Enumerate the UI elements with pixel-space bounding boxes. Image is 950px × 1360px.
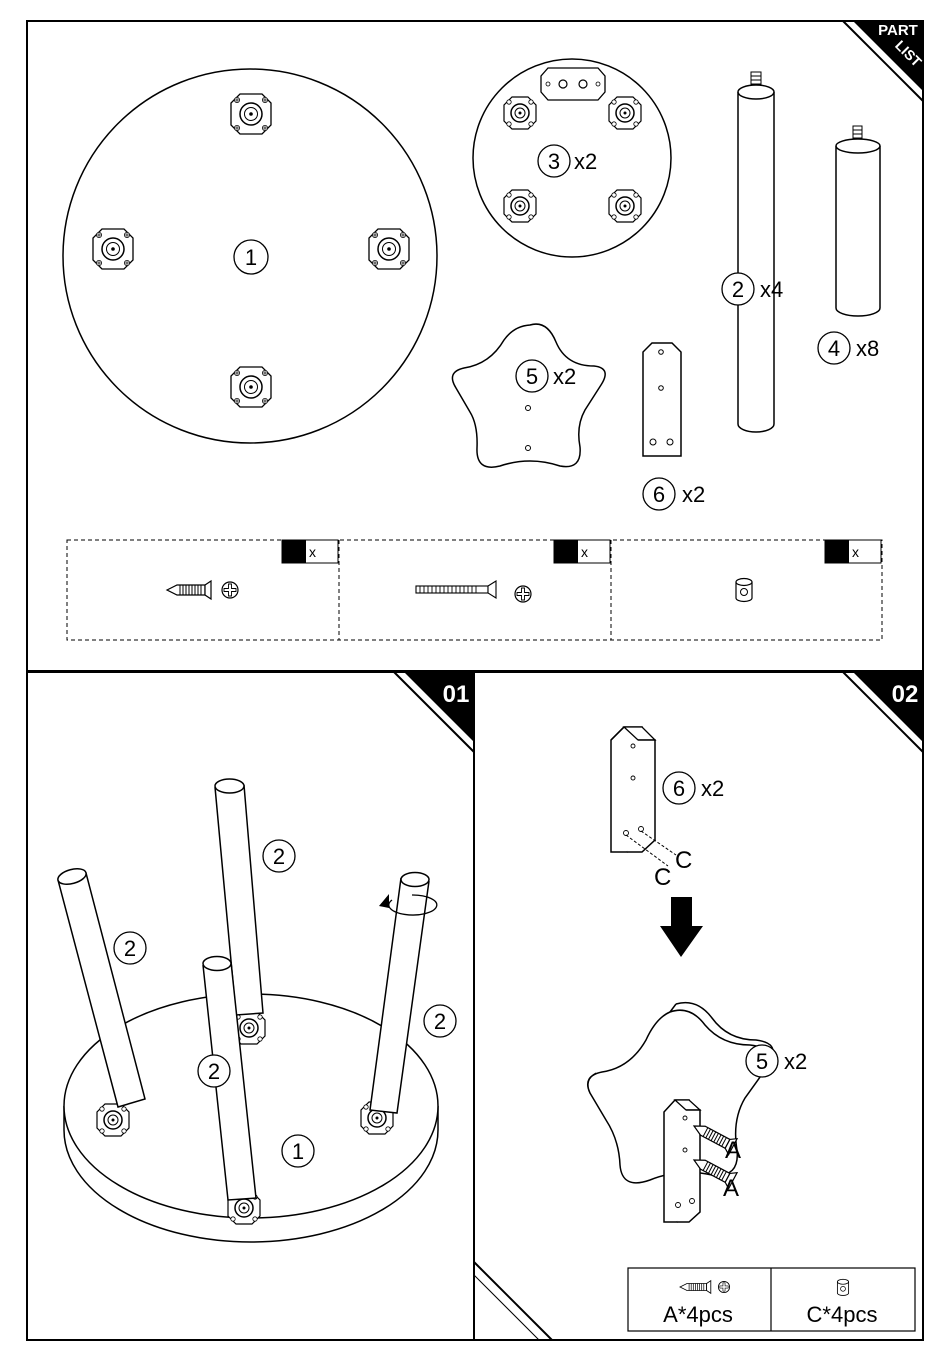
part-1-round-top: 1 [63, 69, 437, 443]
step-02-panel: 02 C C 6 x2 [474, 672, 923, 1340]
part-2-number: 2 [732, 277, 744, 302]
step2-bracket: C C 6 x2 [611, 727, 724, 891]
part-3-small-round: 3 x2 [473, 59, 671, 257]
barrel-nut-icon [736, 579, 752, 602]
part-5-star: 5 x2 [452, 324, 605, 467]
step1-label-leg-left: 2 [124, 936, 136, 961]
hardware-bolt-qty: x [581, 544, 588, 560]
part-5-number: 5 [526, 364, 538, 389]
legend-c-text: C*4pcs [807, 1302, 878, 1327]
part-6-bracket: 6 x2 [643, 343, 705, 510]
part-3-qty: x2 [574, 149, 597, 174]
step2-letter-c-lower: C [654, 864, 671, 891]
hardware-screw-qty: x [309, 544, 316, 560]
legend-a-text: A*4pcs [663, 1302, 733, 1327]
part-4-short-leg: 4 x8 [818, 126, 880, 364]
hardware-row: x x [67, 540, 882, 640]
step2-star-assembly: A A 5 x2 [588, 1003, 808, 1222]
hardware-box-bolt: x [416, 540, 610, 602]
part-2-qty: x4 [760, 277, 783, 302]
down-arrow-icon [660, 897, 703, 957]
hardware-barrel-qty: x [852, 544, 859, 560]
hardware-box-screw: x [167, 540, 338, 599]
corner-label-part: PART [878, 22, 918, 39]
phillips-head-icon [515, 586, 531, 602]
barrel-nut-icon [837, 1279, 848, 1295]
step2-letter-a-lower: A [723, 1175, 739, 1202]
step2-letter-a-upper: A [725, 1137, 741, 1164]
step2-part5-number: 5 [756, 1049, 768, 1074]
step1-label-part1: 1 [292, 1139, 304, 1164]
phillips-head-icon [222, 582, 238, 598]
step-01-number: 01 [443, 681, 470, 708]
part-6-qty: x2 [682, 482, 705, 507]
step1-label-leg-front: 2 [208, 1059, 220, 1084]
part-3-center-bracket [541, 68, 605, 100]
part-list-panel: PART LIST 1 [27, 21, 925, 671]
step1-label-leg-back: 2 [273, 844, 285, 869]
part-2-long-leg: 2 x4 [722, 72, 783, 432]
part-list-corner-badge: PART LIST [843, 21, 925, 101]
step2-hardware-legend: A*4pcs C*4pcs [628, 1268, 915, 1331]
part-1-number: 1 [245, 245, 257, 270]
step-01-panel: 01 1 2 2 2 [27, 672, 474, 1340]
step2-part6-number: 6 [673, 776, 685, 801]
part-5-qty: x2 [553, 364, 576, 389]
long-bolt-icon [416, 581, 496, 598]
step2-part6-qty: x2 [701, 776, 724, 801]
part-4-number: 4 [828, 336, 840, 361]
phillips-head-icon [718, 1281, 729, 1292]
hardware-box-barrel: x [736, 540, 881, 602]
part-3-number: 3 [548, 149, 560, 174]
screw-icon [167, 581, 211, 599]
part-6-number: 6 [653, 482, 665, 507]
step2-letter-c-upper: C [675, 847, 692, 874]
step2-part5-qty: x2 [784, 1049, 807, 1074]
part-4-qty: x8 [856, 336, 879, 361]
step1-label-leg-right: 2 [434, 1009, 446, 1034]
step-02-number: 02 [892, 681, 919, 708]
